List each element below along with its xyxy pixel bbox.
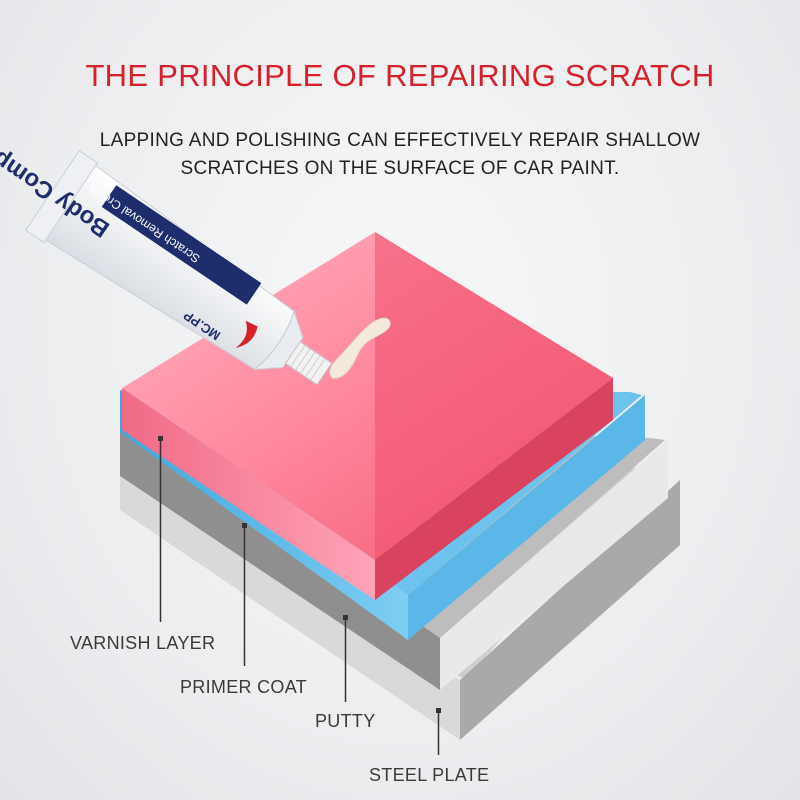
brand-swoosh-icon xyxy=(235,320,258,348)
leader-steel xyxy=(436,708,441,755)
subtitle: LAPPING AND POLISHING CAN EFFECTIVELY RE… xyxy=(0,127,800,183)
leader-putty xyxy=(343,615,348,702)
leader-varnish xyxy=(158,436,163,622)
subtitle-line-2: SCRATCHES ON THE SURFACE OF CAR PAINT. xyxy=(180,158,620,179)
leader-primer xyxy=(242,523,247,666)
page-title: THE PRINCIPLE OF REPAIRING SCRATCH xyxy=(85,58,715,93)
label-steel-plate: STEEL PLATE xyxy=(369,765,490,785)
label-varnish-layer: VARNISH LAYER xyxy=(70,633,216,653)
label-putty: PUTTY xyxy=(315,711,376,731)
label-primer-coat: PRIMER COAT xyxy=(180,677,307,697)
compound-paste xyxy=(329,317,391,379)
subtitle-line-1: LAPPING AND POLISHING CAN EFFECTIVELY RE… xyxy=(99,130,701,151)
tube-navy-band xyxy=(101,185,262,305)
